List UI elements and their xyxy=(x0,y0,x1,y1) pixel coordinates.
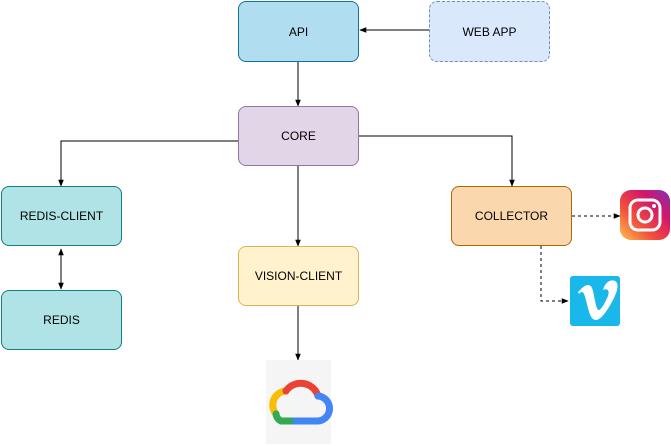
vision-client-node: VISION-CLIENT xyxy=(238,246,359,306)
google-cloud-icon xyxy=(266,360,333,444)
collector-node: COLLECTOR xyxy=(451,186,572,246)
edge-collector-vimeo xyxy=(540,246,569,304)
edge-core-collector xyxy=(358,135,515,187)
redis-client-label: REDIS-CLIENT xyxy=(19,209,104,223)
redis-node: REDIS xyxy=(1,290,122,350)
redis-client-node: REDIS-CLIENT xyxy=(1,186,122,246)
instagram-icon xyxy=(620,190,670,240)
edge-core-redis-client xyxy=(58,140,238,187)
core-node: CORE xyxy=(238,106,359,166)
redis-label: REDIS xyxy=(43,313,80,327)
collector-label: COLLECTOR xyxy=(474,209,549,223)
web-app-node: WEB APP xyxy=(429,1,550,62)
api-label: API xyxy=(288,24,309,39)
web-app-label: WEB APP xyxy=(462,24,517,39)
core-label: CORE xyxy=(281,129,316,143)
api-node: API xyxy=(238,1,359,62)
vision-client-label: VISION-CLIENT xyxy=(254,269,343,283)
vimeo-icon xyxy=(570,276,620,326)
